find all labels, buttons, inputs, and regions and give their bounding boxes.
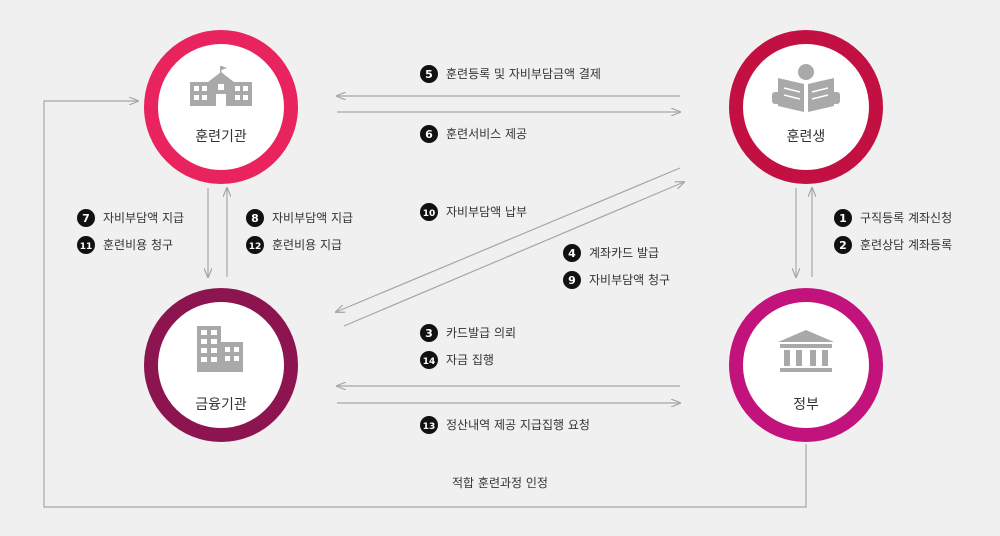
loop-label: 적합 훈련과정 인정	[452, 476, 548, 490]
step-number: 1	[839, 212, 847, 225]
step-4: 4 계좌카드 발급	[563, 244, 659, 262]
step-badge	[420, 203, 438, 221]
step-number: 12	[249, 242, 262, 252]
training-institution-label: 훈련기관	[195, 129, 247, 145]
step-badge	[77, 236, 95, 254]
step-badge	[420, 125, 438, 143]
government-circle	[729, 288, 883, 442]
step-text: 훈련등록 및 자비부담금액 결제	[446, 67, 601, 81]
step-text: 훈련상담 계좌등록	[860, 238, 952, 252]
step-badge	[420, 416, 438, 434]
financial-institution-label: 금융기관	[195, 397, 247, 413]
step-13: 13 정산내역 제공 지급집행 요청	[420, 416, 590, 434]
arrow-loop-government-to-institution	[43, 101, 807, 508]
step-text: 훈련서비스 제공	[446, 127, 527, 141]
step-text: 자비부담액 지급	[103, 211, 184, 225]
step-number: 7	[82, 212, 90, 225]
step-labels: 5 훈련등록 및 자비부담금액 결제 6 훈련서비스 제공 10 자비부담액 납…	[77, 65, 952, 434]
step-3: 3 카드발급 의뢰	[420, 324, 516, 342]
step-11: 11 훈련비용 청구	[77, 236, 173, 254]
office-building-icon	[197, 326, 243, 372]
node-trainee: 훈련생	[729, 30, 883, 184]
trainee-label: 훈련생	[787, 129, 826, 145]
step-number: 14	[423, 357, 436, 367]
step-6: 6 훈련서비스 제공	[420, 125, 527, 143]
node-government: 정부	[729, 288, 883, 442]
step-badge	[77, 209, 95, 227]
trainee-circle	[729, 30, 883, 184]
step-number: 9	[568, 274, 576, 287]
step-14: 14 자금 집행	[420, 351, 494, 369]
step-badge	[420, 324, 438, 342]
step-number: 6	[425, 128, 433, 141]
step-8: 8 자비부담액 지급	[246, 209, 353, 227]
step-2: 2 훈련상담 계좌등록	[834, 236, 952, 254]
step-text: 자비부담액 지급	[272, 211, 353, 225]
step-number: 8	[251, 212, 259, 225]
government-building-icon	[778, 330, 834, 372]
step-badge	[420, 65, 438, 83]
step-10: 10 자비부담액 납부	[420, 203, 527, 221]
step-number: 2	[839, 239, 847, 252]
step-5: 5 훈련등록 및 자비부담금액 결제	[420, 65, 601, 83]
step-text: 자비부담액 납부	[446, 205, 527, 219]
training-institution-circle	[144, 30, 298, 184]
step-number: 10	[423, 209, 436, 219]
arrow-10-to-financial	[336, 167, 681, 312]
step-number: 4	[568, 247, 576, 260]
step-badge	[420, 351, 438, 369]
step-text: 자금 집행	[446, 352, 494, 367]
step-12: 12 훈련비용 지급	[246, 236, 342, 254]
step-text: 카드발급 의뢰	[446, 326, 516, 340]
step-1: 1 구직등록 계좌신청	[834, 209, 952, 227]
step-number: 3	[425, 327, 433, 340]
reading-person-icon	[772, 64, 840, 112]
step-9: 9 자비부담액 청구	[563, 271, 670, 289]
step-badge	[563, 271, 581, 289]
step-badge	[834, 209, 852, 227]
step-text: 자비부담액 청구	[589, 273, 670, 287]
step-badge	[834, 236, 852, 254]
step-badge	[246, 236, 264, 254]
step-badge	[563, 244, 581, 262]
step-text: 훈련비용 청구	[103, 238, 173, 252]
node-training-institution: 훈련기관	[144, 30, 298, 184]
step-text: 훈련비용 지급	[272, 238, 342, 252]
step-number: 13	[423, 422, 436, 432]
step-text: 정산내역 제공 지급집행 요청	[446, 417, 590, 432]
arrows	[43, 96, 812, 508]
step-text: 계좌카드 발급	[589, 246, 659, 260]
school-building-icon	[190, 66, 252, 106]
government-label: 정부	[793, 397, 819, 413]
step-number: 11	[80, 242, 93, 252]
node-financial-institution: 금융기관	[144, 288, 298, 442]
step-number: 5	[425, 68, 433, 81]
step-badge	[246, 209, 264, 227]
arrow-4-to-trainee	[343, 182, 684, 327]
step-text: 구직등록 계좌신청	[860, 211, 952, 225]
step-7: 7 자비부담액 지급	[77, 209, 184, 227]
